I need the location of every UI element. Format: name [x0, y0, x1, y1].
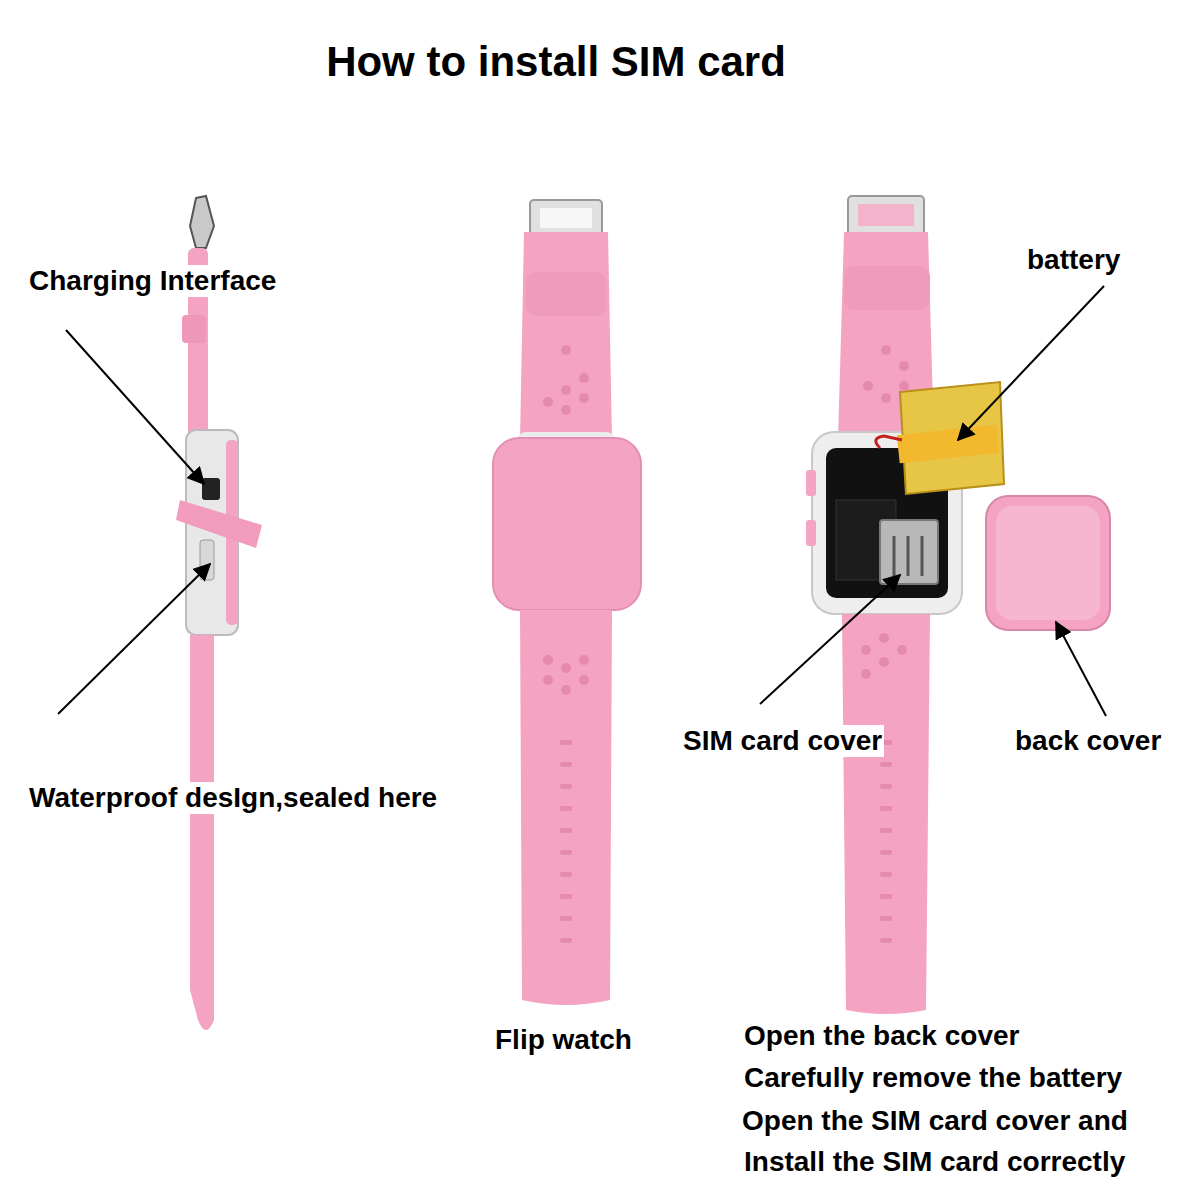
- part-label: Carefully remove the battery: [742, 1062, 1124, 1094]
- side-view-watch: [176, 196, 262, 1030]
- part-label: battery: [1025, 244, 1122, 276]
- part-label: SIM card cover: [681, 725, 884, 757]
- flip-watch-back: [493, 200, 641, 1005]
- part-label: Flip watch: [493, 1024, 634, 1056]
- page-title: How to install SIM card: [324, 38, 788, 86]
- part-label: back cover: [1013, 725, 1163, 757]
- leader-lines: [58, 286, 1106, 716]
- part-label: Open the back cover: [742, 1020, 1021, 1052]
- part-label: Install the SIM card correctly: [742, 1146, 1127, 1178]
- part-label: Charging Interface: [27, 265, 278, 297]
- part-label: Open the SIM card cover and: [740, 1105, 1130, 1137]
- opened-watch: [806, 196, 1110, 1014]
- part-label: Waterproof desIgn,sealed here: [27, 782, 439, 814]
